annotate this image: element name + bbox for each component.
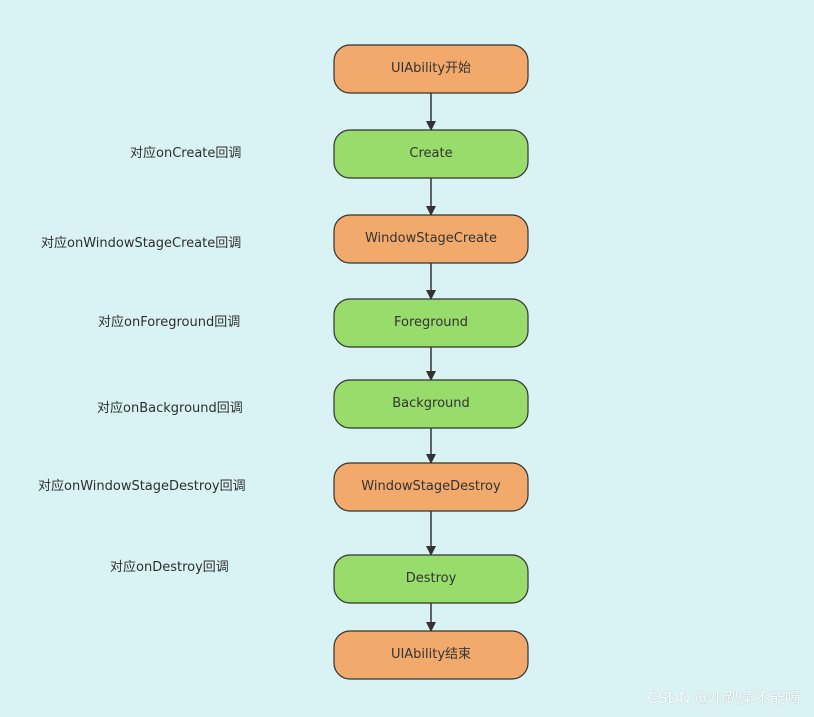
node-windowstagecreate-shape <box>333 214 529 264</box>
node-uiability-start-shape <box>333 44 529 94</box>
node-background-label: Background <box>392 396 470 411</box>
node-create-shape <box>333 129 529 179</box>
node-destroy-shape <box>333 554 529 604</box>
node-windowstagedestroy-label: WindowStageDestroy <box>361 479 501 494</box>
node-uiability-start-label: UIAbility开始 <box>390 61 472 76</box>
callback-label-onwindowstagecreate: 对应onWindowStageCreate回调 <box>41 236 242 251</box>
node-uiability-end-label: UIAbility结束 <box>390 647 472 662</box>
node-windowstagedestroy-shape <box>333 462 529 512</box>
callback-label-oncreate: 对应onCreate回调 <box>130 146 242 161</box>
node-foreground-shape <box>333 298 529 348</box>
node-destroy-label: Destroy <box>405 571 457 586</box>
node-uiability-end-shape <box>333 630 529 680</box>
watermark: CSDN @小趴菜不能喝 <box>647 689 800 707</box>
node-windowstagecreate-label: WindowStageCreate <box>364 231 498 246</box>
node-foreground-label: Foreground <box>393 315 469 330</box>
callback-label-ondestroy: 对应onDestroy回调 <box>110 560 229 575</box>
callback-label-onbackground: 对应onBackground回调 <box>97 401 243 416</box>
callback-label-onforeground: 对应onForeground回调 <box>98 315 241 330</box>
node-create-label: Create <box>409 146 453 161</box>
node-background-shape <box>333 379 529 429</box>
callback-label-onwindowstagedestroy: 对应onWindowStageDestroy回调 <box>38 479 246 494</box>
